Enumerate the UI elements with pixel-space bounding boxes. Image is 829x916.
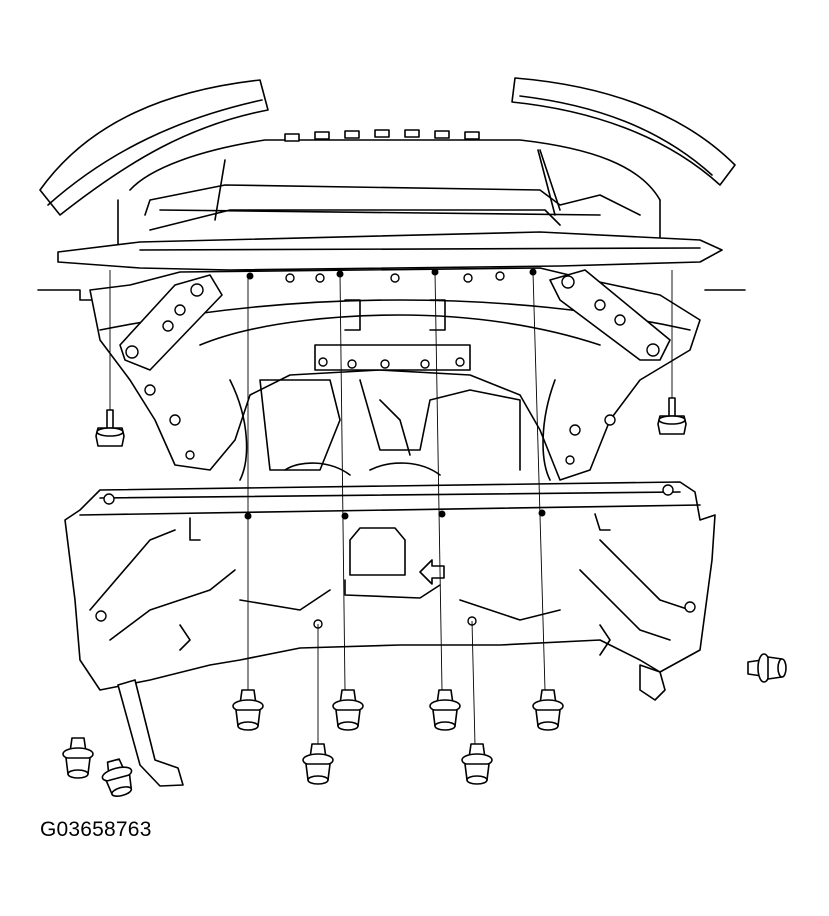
front-bumper-beam bbox=[57, 231, 723, 271]
clip-5 bbox=[302, 743, 334, 785]
grille-slots bbox=[284, 129, 480, 142]
front-subframe-crossmember bbox=[89, 267, 701, 481]
fastener-guide-lines bbox=[109, 270, 673, 746]
body-outline bbox=[37, 77, 746, 301]
radiator-support bbox=[144, 149, 641, 231]
clip-6 bbox=[461, 743, 493, 785]
clip-8 bbox=[101, 758, 133, 797]
clip-1 bbox=[232, 689, 264, 731]
bolt-right bbox=[657, 397, 687, 435]
clip-7 bbox=[62, 737, 94, 779]
splash-shield-push-clips bbox=[62, 653, 787, 797]
figure-code: G03658763 bbox=[40, 818, 152, 841]
clip-9 bbox=[747, 653, 787, 683]
clip-2 bbox=[332, 689, 364, 731]
clip-4 bbox=[532, 689, 564, 731]
bolt-left bbox=[95, 409, 125, 447]
engine-lower bbox=[259, 379, 521, 476]
engine-splash-shield bbox=[64, 481, 716, 787]
clip-3 bbox=[429, 689, 461, 731]
splash-shield-bolts bbox=[95, 397, 687, 447]
